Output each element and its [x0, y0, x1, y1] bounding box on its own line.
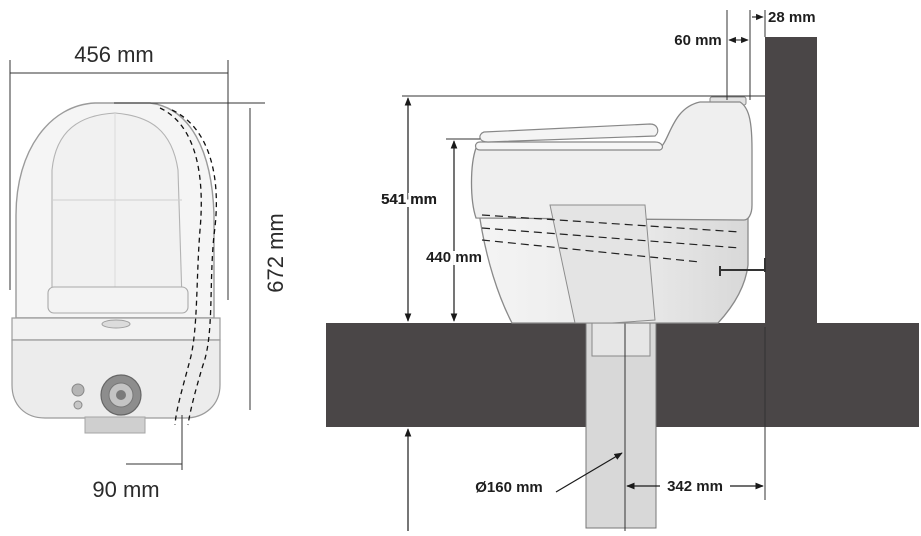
total-height-label: 541 mm — [381, 191, 437, 208]
seat-height-label: 440 mm — [426, 249, 482, 266]
pipe-diameter-callout: Ø160 mm — [475, 452, 623, 496]
height-dimension: 672 mm — [114, 102, 288, 410]
toilet-front-illustration — [11, 102, 221, 434]
side-view: 541 mm 541 mm 440 mm 440 mm 60 mm 28 mm … — [326, 9, 919, 531]
offset-label: 90 mm — [92, 477, 159, 502]
toilet-side-illustration — [470, 96, 766, 324]
top-gap-label: 60 mm — [674, 32, 722, 49]
front-view: 456 mm 672 mm 90 mm — [9, 42, 288, 502]
total-height-dimension: 541 mm 541 mm — [378, 97, 440, 322]
drain-pipe — [585, 322, 657, 531]
wall-thickness-label: 28 mm — [768, 9, 816, 26]
height-label: 672 mm — [263, 213, 288, 292]
offset-dimension: 90 mm — [92, 415, 183, 502]
pipe-offset-label: 342 mm — [667, 478, 723, 495]
seat-height-label-halo: 440 mm — [426, 249, 482, 266]
width-dimension: 456 mm — [9, 42, 229, 300]
top-gap-dimensions: 60 mm 28 mm — [674, 9, 816, 100]
wall — [765, 37, 817, 327]
total-height-label-text: 541 mm — [381, 191, 437, 208]
seat-height-dimension: 440 mm 440 mm — [423, 140, 485, 322]
pipe-offset-dimension: 342 mm — [626, 478, 764, 495]
width-label: 456 mm — [74, 42, 153, 67]
pipe-diameter-label: Ø160 mm — [475, 479, 543, 496]
